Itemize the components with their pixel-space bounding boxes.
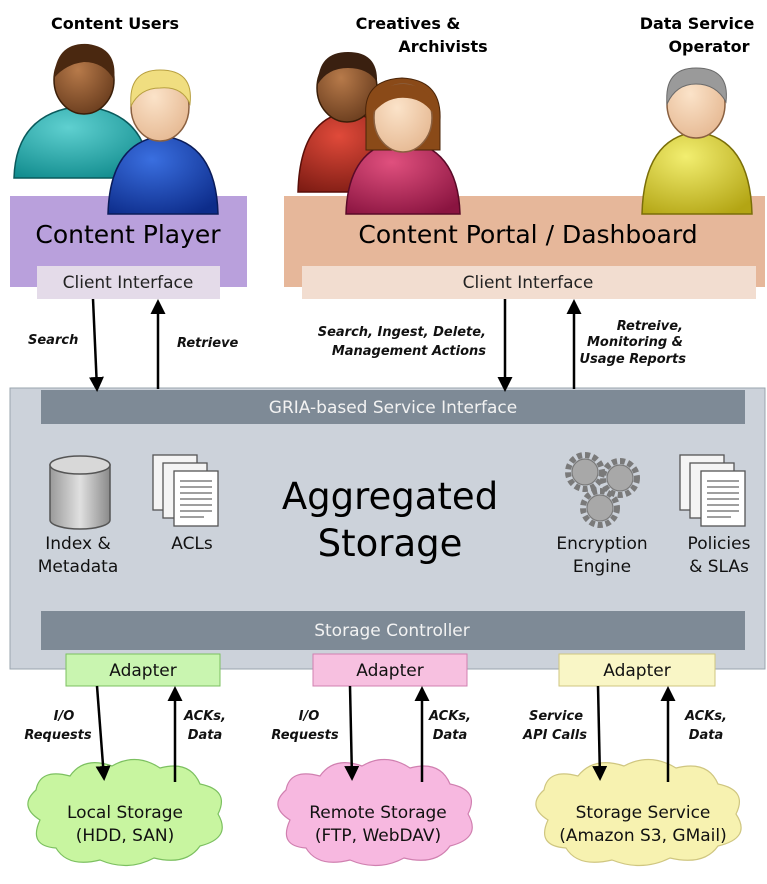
index-metadata-line2: Metadata (38, 557, 119, 577)
storage-controller-bar (41, 611, 745, 650)
documents-icon-acls (152, 454, 219, 527)
role-operator-line1: Data Service (640, 14, 755, 33)
client-interface-right (302, 266, 756, 299)
service-interface-bar (41, 390, 745, 424)
cloud-remote-line1: Remote Storage (309, 803, 447, 823)
label-ack1-line1: ACKs, (183, 709, 226, 724)
label-io2-line1: I/O (299, 709, 320, 724)
cloud-service-line2: (Amazon S3, GMail) (559, 826, 727, 846)
label-ack2-line1: ACKs, (428, 709, 471, 724)
encryption-engine-line2: Engine (573, 557, 631, 577)
storage-controller-label: Storage Controller (314, 621, 470, 641)
label-search: Search (28, 333, 78, 348)
label-search-ingest-line1: Search, Ingest, Delete, (318, 325, 486, 340)
client-interface-right-label: Client Interface (463, 273, 594, 293)
adapter-service (558, 653, 716, 687)
creative-2-icon (345, 77, 461, 215)
policies-slas-line2: & SLAs (689, 557, 749, 577)
adapter-local (65, 653, 221, 687)
cloud-storage-service (535, 758, 742, 867)
role-content-users: Content Users (51, 14, 179, 33)
label-ack3-line1: ACKs, (684, 709, 727, 724)
label-io2-line2: Requests (271, 728, 339, 743)
label-retrieve: Retrieve (177, 336, 239, 351)
arrow-search (88, 298, 104, 392)
arrow-api-service (592, 685, 608, 781)
cloud-service-line1: Storage Service (576, 803, 711, 823)
content-player-label: Content Player (35, 220, 221, 249)
label-api-line2: API Calls (522, 728, 587, 743)
content-user-1-icon (13, 43, 151, 179)
index-metadata-line1: Index & (45, 534, 110, 554)
role-creatives-line2: Archivists (398, 37, 487, 56)
label-search-ingest-line2: Management Actions (332, 344, 486, 359)
operator-icon (641, 67, 753, 215)
label-io1-line1: I/O (54, 709, 75, 724)
cloud-remote-storage (277, 758, 473, 867)
aggregated-storage-title-line2: Storage (318, 522, 463, 565)
arrow-io-local (95, 685, 111, 781)
cloud-local-line1: Local Storage (67, 803, 183, 823)
aggregated-storage-title-line1: Aggregated (282, 475, 498, 518)
database-icon (49, 455, 111, 530)
role-operator-line2: Operator (668, 37, 749, 56)
service-interface-label: GRIA-based Service Interface (269, 398, 517, 418)
role-creatives-line1: Creatives & (356, 14, 461, 33)
label-ack3-line2: Data (689, 728, 724, 743)
label-retreive-line1: Retreive, (617, 319, 683, 334)
cloud-remote-line2: (FTP, WebDAV) (315, 826, 441, 846)
label-io1-line2: Requests (24, 728, 92, 743)
adapter-remote-label: Adapter (356, 661, 423, 681)
encryption-engine-line1: Encryption (556, 534, 647, 554)
adapter-local-label: Adapter (109, 661, 176, 681)
cloud-local-line2: (HDD, SAN) (76, 826, 175, 846)
acls-label: ACLs (171, 534, 213, 554)
label-ack2-line2: Data (433, 728, 468, 743)
adapter-remote (312, 653, 468, 687)
policies-slas-line1: Policies (688, 534, 751, 554)
label-api-line1: Service (529, 709, 583, 724)
documents-icon-policies (679, 454, 746, 527)
cloud-local-storage (27, 758, 223, 867)
content-user-2-icon (107, 69, 219, 215)
client-interface-left (37, 266, 220, 299)
label-retreive-line2: Monitoring & (587, 335, 683, 350)
label-ack1-line2: Data (188, 728, 223, 743)
content-portal-label: Content Portal / Dashboard (358, 220, 697, 249)
client-interface-left-label: Client Interface (63, 273, 194, 293)
adapter-service-label: Adapter (603, 661, 670, 681)
gears-icon (565, 452, 640, 528)
arrow-io-remote (344, 685, 360, 781)
label-retreive-line3: Usage Reports (580, 352, 687, 367)
